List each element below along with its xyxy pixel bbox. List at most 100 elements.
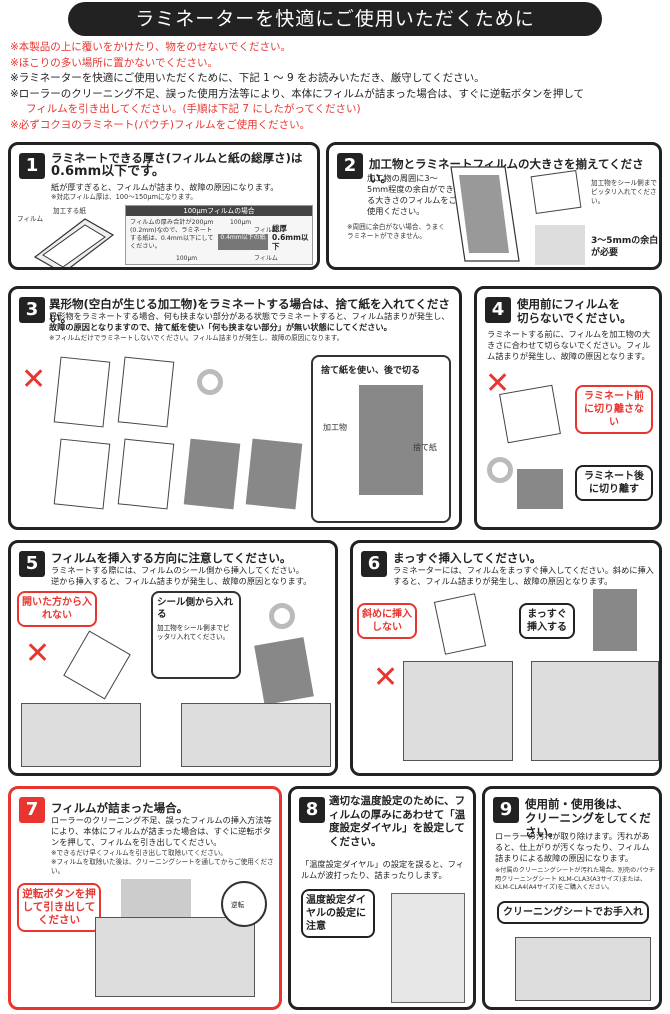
section-note: ※対応フィルム厚は、100〜150μmになります。 [51, 193, 197, 201]
section-7: 7 フィルムが詰まった場合。 ローラーのクリーニング不足、誤ったフィルムの挿入方… [8, 786, 282, 1010]
circle-icon [487, 457, 513, 483]
section-note: ※周囲に余白がない場合、うまくラミネートができません。 [347, 223, 445, 240]
section-title: クリーニングをしてください。 [525, 811, 651, 839]
bad-callout: ラミネート前に切り離さない [575, 385, 653, 434]
section-title: ラミネートできる厚さ(フィルムと紙の総厚さ)は [51, 151, 303, 165]
section-text: ローラーの汚れが取り除けます。汚れがあると、仕上がりが汚くなったり、フィルム詰ま… [495, 831, 650, 863]
film-straight [593, 589, 637, 651]
cross-icon: ✕ [25, 636, 51, 671]
step-number: 2 [337, 153, 363, 179]
section-title: 加工物とラミネートフィルムの大きさを揃えてください。 [369, 157, 644, 185]
good-text: 加工物をシール側までピッタリ入れてください。 [157, 624, 230, 641]
label-paper: 加工する紙 [53, 207, 86, 215]
cleaning-callout: クリーニングシートでお手入れ [497, 901, 649, 924]
section-title: 切らないでください。 [517, 311, 632, 325]
section-title: 使用前にフィルムを [517, 297, 621, 311]
intro-note: ※ほこりの多い場所に置かないでください。 [10, 56, 218, 69]
section-text: 加工物の周囲に3〜5mm程度の余白ができる大きさのフィルムをご使用ください。 [367, 173, 457, 216]
laminator-right [181, 703, 331, 767]
laminator-left [21, 703, 141, 767]
cross-icon: ✕ [373, 660, 399, 695]
button-label: 逆転 [231, 901, 245, 909]
intro-notes: ※本製品の上に覆いをかけたり、物をのせないでください。 ※ほこりの多い場所に置か… [10, 40, 660, 133]
film-cut [499, 384, 561, 444]
section-text: ラミネートする前に、フィルムを加工物の大きさに合わせて切らないでください。フィル… [487, 329, 651, 361]
good-callout: ラミネート後に切り離す [575, 465, 653, 501]
section-5: 5 フィルムを挿入する方向に注意してください。 ラミネートする際には、フィルムの… [8, 540, 338, 776]
reverse-callout: 逆転ボタンを押して引き出してください [17, 883, 101, 932]
step-number: 7 [19, 797, 45, 823]
film-illustration [33, 218, 115, 267]
circle-icon [269, 603, 295, 629]
good-callout: まっすぐ挿入する [519, 603, 575, 639]
good-title: シール側から入れる [157, 597, 234, 620]
section-note: ※付属のクリーニングシートが汚れた場合、別売のパウチ用クリーニングシート KLM… [495, 867, 655, 891]
film-correct [254, 637, 314, 705]
bad-callout: 斜めに挿入しない [357, 603, 417, 639]
good-sheet [245, 438, 303, 510]
panel-total: 総厚0.6mm以下 [272, 224, 309, 251]
section-9: 9 使用前・使用後は、 クリーニングをしてください。 ローラーの汚れが取り除けま… [482, 786, 662, 1010]
seal-callout: 加工物をシール側までピッタリ入れてください。 [591, 179, 657, 205]
page-banner: ラミネーターを快適にご使用いただくために [68, 2, 602, 36]
good-sheet [183, 438, 241, 510]
panel-paper: 0.4mm以下の紙 [218, 234, 268, 250]
section-text: ローラーのクリーニング不足、誤ったフィルムの挿入方法等により、本体にフィルムが詰… [51, 815, 272, 847]
intro-note: ※ローラーのクリーニング不足、誤った使用方法等により、本体にフィルムが詰まった場… [10, 87, 585, 100]
film-laminated [517, 469, 563, 509]
panel-film-top: フィルム [254, 227, 278, 234]
section-2: 2 加工物とラミネートフィルムの大きさを揃えてください。 加工物の周囲に3〜5m… [326, 142, 662, 270]
panel-text: フィルムの厚み合計が200μm (0.2mm)なので、ラミネートする紙は、0.4… [130, 219, 214, 250]
section-text: 逆から挿入すると、フィルム詰まりが発生し、故障の原因となります。 [51, 576, 312, 586]
reverse-button-zoom: 逆転 [221, 881, 267, 927]
section-title: 0.6mm以下です。 [51, 164, 165, 179]
section-title: 異形物(空白が生じる加工物)をラミネートする場合は、捨て紙を入れてください。 [49, 297, 450, 325]
section-text: 紙が厚すぎると、フィルムが詰まり、故障の原因になります。 [51, 182, 279, 192]
label-waste: 捨て紙 [413, 443, 437, 452]
thickness-panel: 100μmフィルムの場合 フィルムの厚み合計が200μm (0.2mm)なので、… [125, 205, 313, 265]
margin-inset [535, 225, 585, 265]
panel-film-bottom: フィルム [254, 255, 278, 262]
section-title: フィルムを挿入する方向に注意してください。 [51, 551, 292, 565]
bad-sheet [117, 438, 175, 510]
bubble-title: 捨て紙を使い、後で切る [321, 366, 421, 376]
step-number: 4 [485, 297, 511, 323]
film-wrong [63, 630, 131, 700]
section-note: ※フィルムだけでラミネートしないでください。フィルム詰まりが発生し、故障の原因に… [49, 334, 344, 342]
laminator [515, 937, 651, 1001]
inset-film [530, 169, 582, 215]
section-6: 6 まっすぐ挿入してください。 ラミネーターには、フィルムをまっすぐ挿入してくだ… [350, 540, 662, 776]
jammed-film [121, 879, 191, 919]
step-number: 6 [361, 551, 387, 577]
waste-paper-bubble: 捨て紙を使い、後で切る 加工物 捨て紙 [311, 355, 451, 523]
cross-icon: ✕ [21, 362, 47, 397]
intro-note: ※本製品の上に覆いをかけたり、物をのせないでください。 [10, 41, 292, 53]
section-title: まっすぐ挿入してください。 [393, 551, 542, 565]
laminator [95, 917, 255, 997]
intro-note: ※ラミネーターを快適にご使用いただくために、下記 1 〜 9 をお読みいただき、… [10, 72, 485, 84]
section-text: 「温度設定ダイヤル」の設定を誤ると、フィルムが波打ったり、詰まったりします。 [301, 859, 465, 880]
seal-bubble: シール側から入れる 加工物をシール側までピッタリ入れてください。 [151, 591, 241, 679]
label-film: フィルム [17, 215, 44, 223]
laminator-left [403, 661, 513, 761]
section-4: 4 使用前にフィルムを 切らないでください。 ラミネートする前に、フィルムを加工… [474, 286, 662, 530]
section-3: 3 異形物(空白が生じる加工物)をラミネートする場合は、捨て紙を入れてください。… [8, 286, 462, 530]
section-8: 8 適切な温度設定のために、フィルムの厚みにあわせて「温度設定ダイヤル」を設定し… [288, 786, 476, 1010]
step-number: 9 [493, 797, 519, 823]
panel-title: 100μmフィルムの場合 [126, 206, 312, 216]
film-illustration [450, 166, 520, 262]
bad-sheet [53, 356, 111, 428]
section-text: ラミネーターには、フィルムをまっすぐ挿入してください。斜めに挿入すると、フィルム… [393, 565, 654, 586]
section-note: ※できるだけ早くフィルムを引き出して取除いてください。 [51, 849, 227, 857]
intro-note: ※必ずコクヨのラミネート(パウチ)フィルムをご使用ください。 [10, 118, 311, 131]
waste-paper [359, 385, 423, 495]
panel-100-bottom: 100μm [176, 255, 198, 262]
wavy-film [391, 893, 465, 1003]
section-1: 1 ラミネートできる厚さ(フィルムと紙の総厚さ)は 0.6mm以下です。 紙が厚… [8, 142, 320, 270]
section-text: 異形物をラミネートする場合、何も挟まない部分がある状態でラミネートすると、フィル… [49, 311, 450, 321]
circle-icon [197, 369, 223, 395]
laminator-right [531, 661, 659, 761]
step-number: 1 [19, 153, 45, 179]
label-item: 加工物 [323, 423, 347, 432]
section-title: フィルムが詰まった場合。 [51, 801, 189, 815]
